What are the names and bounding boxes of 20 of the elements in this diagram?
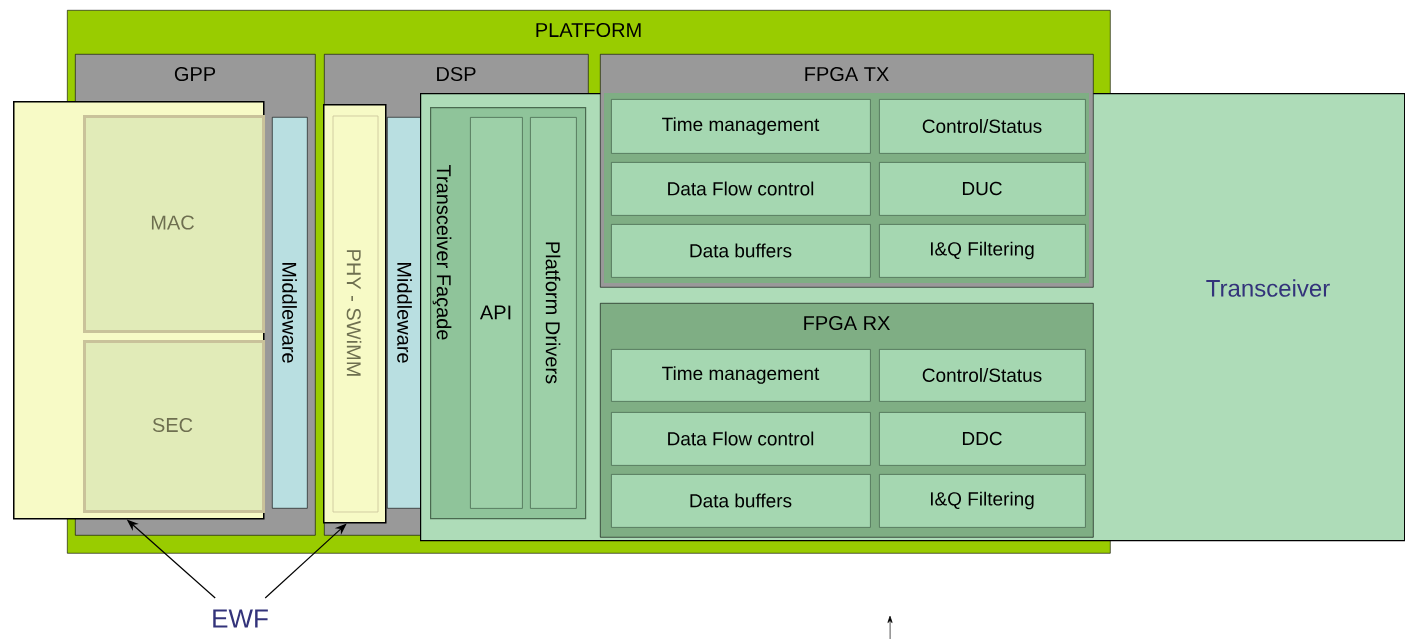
annotation-text: EWF bbox=[213, 609, 268, 628]
module-box: PHY - SWiMM bbox=[323, 104, 387, 524]
module-box: SEC bbox=[83, 340, 265, 513]
function-box: Data Flow control bbox=[611, 412, 871, 466]
function-box: I&Q Filtering bbox=[879, 474, 1086, 528]
function-box: Time management bbox=[611, 349, 871, 402]
function-box: Time management bbox=[611, 99, 871, 154]
module-box: MAC bbox=[83, 115, 265, 333]
driver-box: Platform Drivers bbox=[530, 117, 577, 509]
function-box: DDC bbox=[879, 412, 1086, 466]
function-box: DUC bbox=[879, 162, 1086, 216]
function-box: Control/Status bbox=[879, 349, 1086, 402]
function-box: Data Flow control bbox=[611, 162, 871, 216]
middleware-box: Middleware bbox=[387, 117, 423, 509]
function-box: Data buffers bbox=[611, 474, 871, 528]
interface-box: API bbox=[470, 117, 523, 509]
function-box: Data buffers bbox=[611, 224, 871, 278]
middleware-box: Middleware bbox=[272, 117, 308, 509]
function-box: Control/Status bbox=[879, 99, 1086, 154]
function-box: I&Q Filtering bbox=[879, 224, 1086, 278]
